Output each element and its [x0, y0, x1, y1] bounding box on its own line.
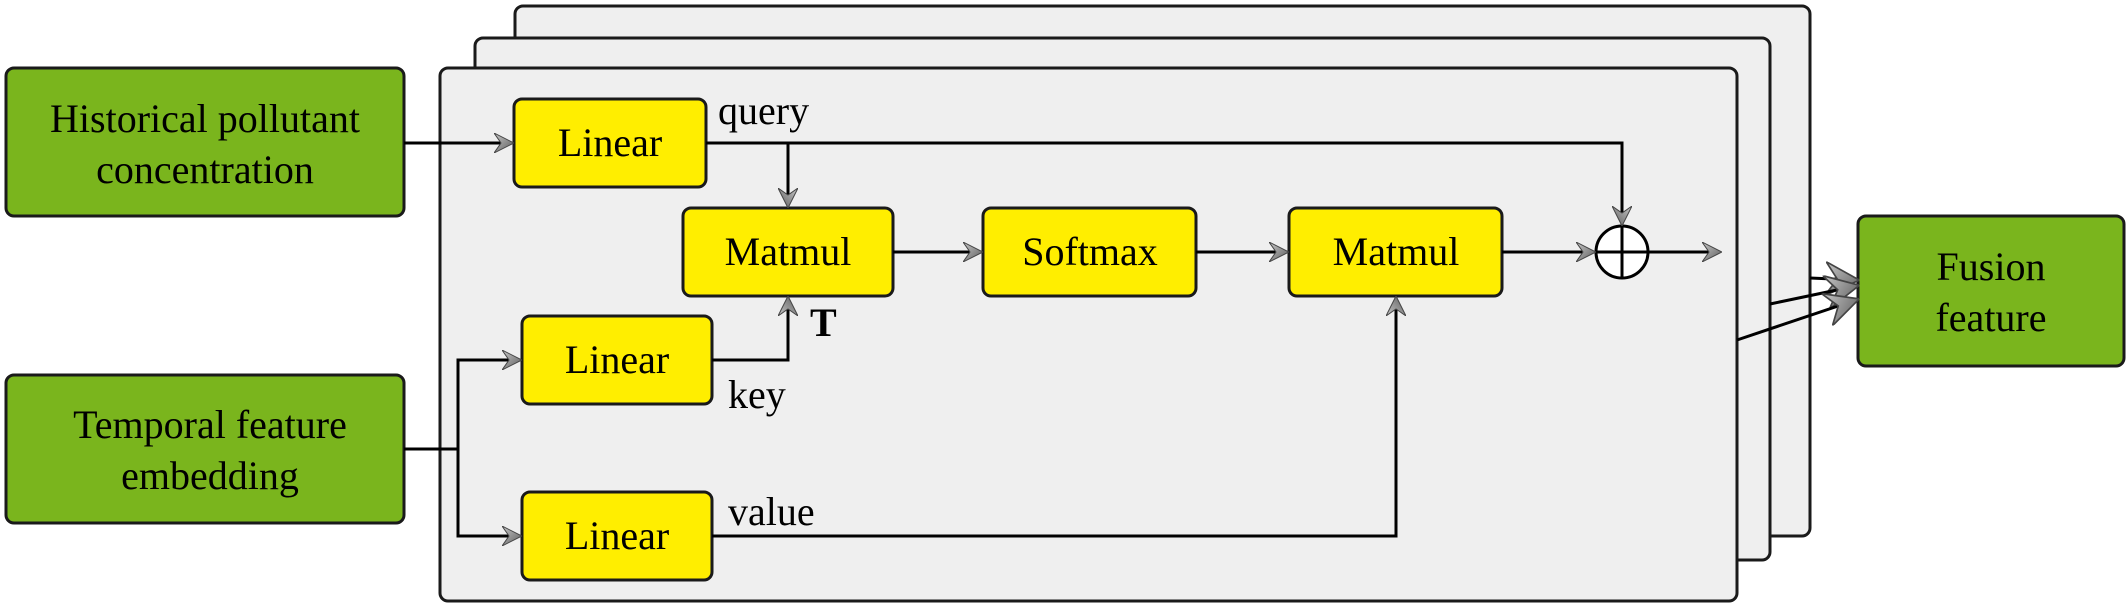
- temporal-input-node: Temporal feature embedding: [4, 373, 406, 525]
- arrow-key-to-matmul-1: [712, 298, 788, 362]
- temporal-input-line-1: Temporal feature: [73, 402, 347, 447]
- query-label: query: [718, 88, 809, 133]
- linear-value-block: Linear: [520, 490, 714, 582]
- transpose-label: T: [810, 300, 837, 345]
- softmax-label: Softmax: [1022, 229, 1158, 274]
- linear-query-label: Linear: [558, 120, 662, 165]
- historical-input-line-1: Historical pollutant: [50, 96, 360, 141]
- arrow-head-back-to-fusion: [1809, 278, 1856, 280]
- arrow-head-middle-to-fusion: [1769, 286, 1856, 304]
- arrow-value-to-matmul-2: [712, 298, 1396, 538]
- fusion-output-line-1: Fusion: [1937, 244, 2046, 289]
- head-panel-front: [438, 66, 1739, 603]
- matmul-1-block: Matmul: [681, 206, 895, 298]
- matmul-2-label: Matmul: [1333, 229, 1460, 274]
- matmul-2-block: Matmul: [1287, 206, 1504, 298]
- fusion-output-line-2: feature: [1935, 295, 2046, 340]
- arrow-query-to-add: [788, 141, 1622, 224]
- value-label: value: [728, 489, 815, 534]
- key-label: key: [728, 372, 786, 417]
- historical-input-line-2: concentration: [96, 147, 314, 192]
- temporal-input-line-2: embedding: [121, 453, 299, 498]
- arrow-temporal-to-linear-value: [456, 449, 520, 536]
- linear-query-block: Linear: [512, 97, 708, 189]
- arrow-temporal-to-linear-key: [456, 360, 520, 449]
- matmul-1-label: Matmul: [725, 229, 852, 274]
- historical-input-node: Historical pollutant concentration: [4, 66, 406, 218]
- softmax-block: Softmax: [981, 206, 1198, 298]
- linear-value-label: Linear: [565, 513, 669, 558]
- fusion-output-node: Fusion feature: [1856, 214, 2126, 368]
- arrow-head-front-to-fusion: [1736, 300, 1856, 342]
- linear-key-label: Linear: [565, 337, 669, 382]
- linear-key-block: Linear: [520, 314, 714, 406]
- add-circle-icon: [1594, 224, 1650, 280]
